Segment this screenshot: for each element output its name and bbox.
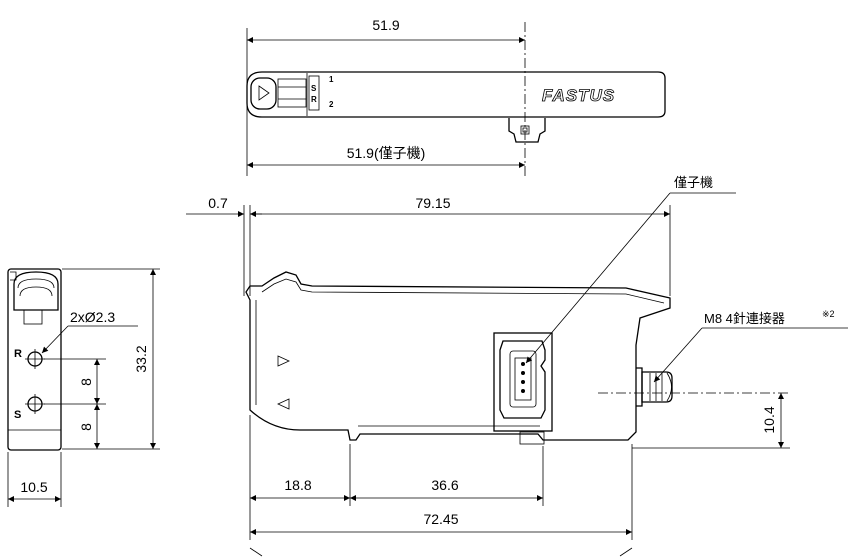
dim-middle-label: 36.6	[431, 477, 458, 493]
amplifier-connector-frame	[493, 332, 553, 432]
front-view-clip	[519, 431, 545, 445]
front-view-body	[245, 271, 671, 441]
top-view-clip	[508, 118, 546, 143]
m8-connector-leader	[653, 327, 703, 383]
side-view-cover-tab	[23, 309, 43, 325]
m8-connector-label: M8 4針連接器	[704, 311, 785, 326]
side-view-cover-arc	[17, 278, 55, 289]
hole-spec-leader	[41, 325, 69, 354]
top-channel-1-label: 1	[329, 75, 334, 84]
side-view-body	[7, 268, 62, 451]
connector-pin-1	[521, 362, 525, 366]
switch-block	[277, 78, 307, 108]
bottom-bracket-left	[249, 547, 263, 557]
brand-logo: FASTUS	[542, 86, 615, 105]
m8-connector-body	[641, 371, 673, 403]
top-overall-width-label: 51.9	[372, 17, 399, 33]
side-r-label: R	[14, 348, 22, 360]
side-view-cover	[13, 271, 59, 311]
connector-pin-3	[521, 380, 525, 384]
side-view-cover-arc-inner	[19, 286, 53, 297]
front-view-body-shoulder	[261, 278, 665, 304]
top-view: S R 1 2 FASTUS 51.9 51.9(僅子機)	[246, 17, 666, 176]
width-label: 10.5	[20, 479, 47, 495]
m8-connector-flange	[636, 367, 643, 407]
top-r-label: R	[311, 95, 317, 104]
bottom-bracket-right	[619, 547, 633, 557]
sr-label-box	[308, 75, 320, 111]
indicator-triangle-right	[277, 355, 290, 367]
overall-length-label: 79.15	[415, 195, 450, 211]
amplifier-connector-slot	[514, 357, 532, 401]
side-s-label: S	[14, 409, 21, 421]
amplifier-only-leader	[525, 192, 671, 364]
amplifier-connector-core	[509, 350, 537, 408]
offset-label: 0.7	[208, 195, 228, 211]
connector-pin-2	[521, 371, 525, 375]
height-label: 33.2	[133, 345, 149, 372]
hole-spec-label: 2xØ2.3	[70, 309, 115, 325]
dim-left-label: 18.8	[284, 477, 311, 493]
play-triangle-icon	[258, 85, 270, 101]
top-channel-2-label: 2	[329, 100, 334, 109]
pitch-lower-label: 8	[78, 423, 94, 431]
connector-pin-4	[521, 389, 525, 393]
front-view: 僅子機 M8 4針連接器 ※2 10.4 0.7 79.15	[186, 175, 848, 557]
side-view-top-notch	[10, 271, 17, 281]
indicator-triangle-left	[277, 398, 290, 410]
m8-connector-note: ※2	[822, 309, 835, 319]
amplifier-connector-shell	[499, 340, 546, 419]
amplifier-only-label: 僅子機	[674, 175, 713, 190]
cover-button	[250, 77, 277, 110]
top-amplifier-width-label: 51.9(僅子機)	[347, 145, 426, 161]
pitch-upper-label: 8	[78, 378, 94, 386]
dim-total-label: 72.45	[423, 511, 458, 527]
top-s-label: S	[311, 84, 317, 93]
side-view: R S 2xØ2.3 8 8 33.2 10.5	[7, 268, 160, 507]
m8-connector-face	[666, 372, 672, 402]
connector-height-label: 10.4	[761, 406, 777, 433]
top-view-body	[246, 71, 666, 118]
